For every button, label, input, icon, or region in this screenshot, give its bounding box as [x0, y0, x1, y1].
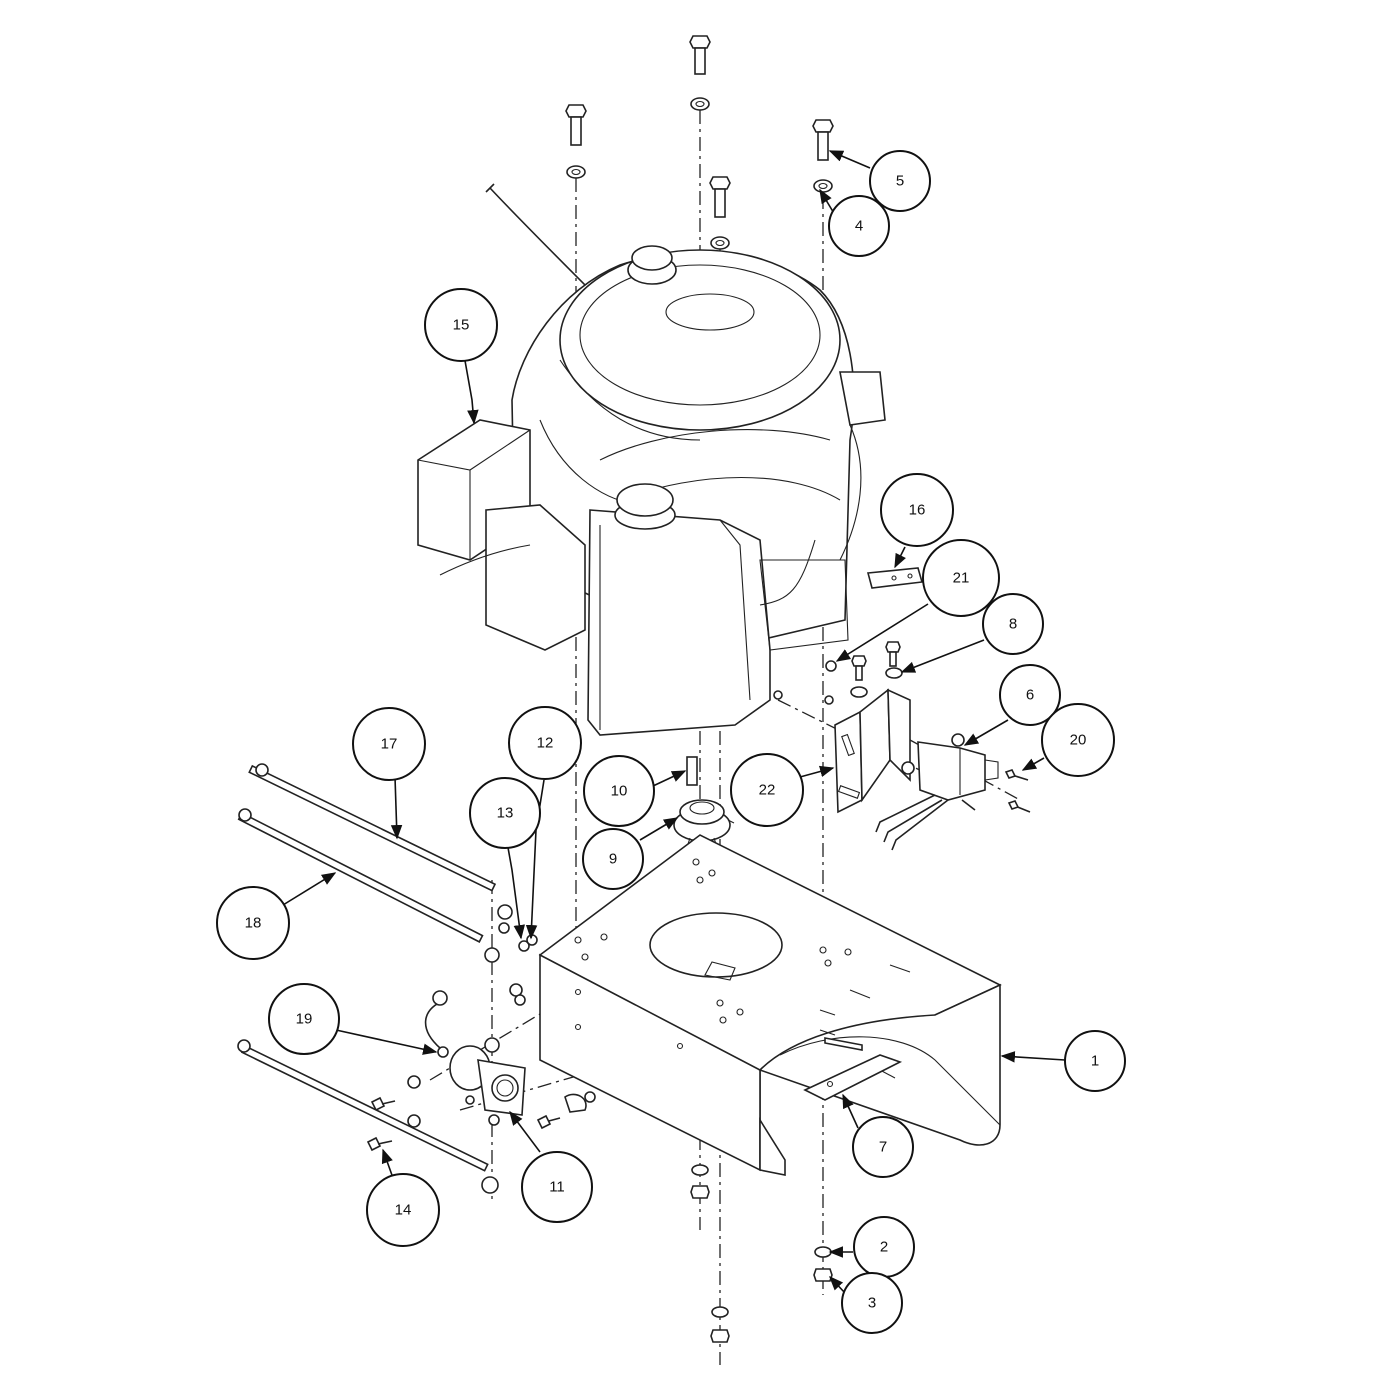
callout-label: 13 [497, 805, 514, 822]
callout-label: 17 [381, 736, 398, 753]
callout-15: 15 [424, 288, 498, 362]
callout-label: 4 [855, 218, 863, 235]
callout-label: 10 [611, 783, 628, 800]
callout-9: 9 [582, 828, 644, 890]
callout-13: 13 [469, 777, 541, 849]
callout-14: 14 [366, 1173, 440, 1247]
callout-16: 16 [880, 473, 954, 547]
bolt-icon [565, 104, 587, 179]
plate-16 [866, 567, 924, 589]
callout-7: 7 [852, 1116, 914, 1178]
sprocket-and-key [669, 756, 735, 845]
callout-22: 22 [730, 753, 804, 827]
callout-label: 15 [453, 317, 470, 334]
solenoid-assembly [237, 990, 596, 1194]
callout-label: 7 [879, 1139, 887, 1156]
callout-label: 19 [296, 1011, 313, 1028]
callout-4: 4 [828, 195, 890, 257]
callout-label: 18 [245, 915, 262, 932]
callout-label: 9 [609, 851, 617, 868]
callout-label: 11 [549, 1179, 565, 1196]
switch-bracket [825, 641, 1031, 851]
top-hardware [565, 35, 834, 250]
callout-8: 8 [982, 593, 1044, 655]
callout-19: 19 [268, 983, 340, 1055]
callout-18: 18 [216, 886, 290, 960]
callout-label: 20 [1070, 732, 1087, 749]
bracket-7 [803, 1037, 903, 1101]
callout-label: 22 [759, 782, 776, 799]
callout-20: 20 [1041, 703, 1115, 777]
callout-label: 6 [1026, 687, 1034, 704]
callout-21: 21 [922, 539, 1000, 617]
callout-11: 11 [521, 1151, 593, 1223]
bolt-icon [709, 176, 731, 250]
bottom-hardware [690, 1164, 833, 1343]
callout-label: 1 [1091, 1053, 1099, 1070]
callout-label: 16 [909, 502, 926, 519]
callout-label: 2 [880, 1239, 888, 1256]
callout-label: 8 [1009, 616, 1017, 633]
callout-17: 17 [352, 707, 426, 781]
bolt-icon [689, 35, 711, 111]
callout-12: 12 [508, 706, 582, 780]
callout-label: 21 [953, 570, 970, 587]
callout-3: 3 [841, 1272, 903, 1334]
callout-6: 6 [999, 664, 1061, 726]
callout-label: 12 [537, 735, 554, 752]
callout-label: 14 [395, 1202, 412, 1219]
callout-10: 10 [583, 755, 655, 827]
bolt-icon [812, 119, 834, 193]
callout-label: 3 [868, 1295, 876, 1312]
callout-label: 5 [896, 173, 904, 190]
callout-1: 1 [1064, 1030, 1126, 1092]
engine-assembly [417, 183, 886, 736]
callout-2: 2 [853, 1216, 915, 1278]
callout-5: 5 [869, 150, 931, 212]
